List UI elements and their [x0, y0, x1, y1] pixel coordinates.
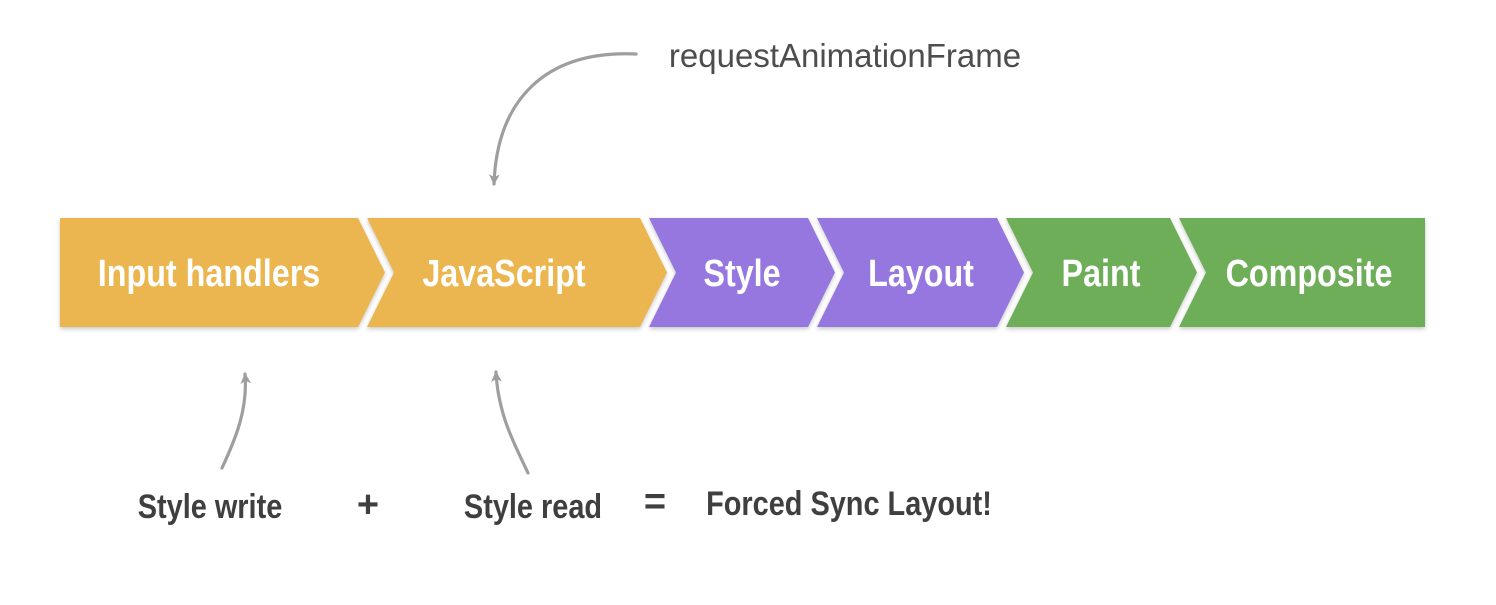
segment-javascript-label: JavaScript: [422, 253, 586, 295]
segment-paint-label: Paint: [1062, 253, 1141, 295]
segment-composite-label: Composite: [1226, 253, 1393, 295]
forced-sync-layout-label: Forced Sync Layout!: [706, 484, 992, 523]
segment-style-shape: [649, 218, 835, 327]
segment-layout-shape: [817, 218, 1024, 327]
plus-sign: +: [357, 484, 379, 526]
style-read-arrow: [491, 370, 530, 475]
equals-sign: =: [644, 481, 666, 523]
style-read-label: Style read: [464, 487, 602, 526]
forced-sync-annotation: Style write + Style read = Forced Sync L…: [138, 370, 992, 526]
style-write-arrow: [220, 372, 252, 470]
style-write-label: Style write: [138, 487, 283, 526]
segment-style-label: Style: [703, 253, 780, 295]
pipeline-bar: Input handlers JavaScript Style Layout P…: [60, 218, 1425, 327]
segment-javascript-shape: [367, 218, 667, 327]
segment-input-handlers-label: Input handlers: [98, 253, 320, 295]
raf-arrow: [488, 52, 638, 186]
raf-label: requestAnimationFrame: [669, 37, 1021, 74]
segment-input-handlers-shape: [60, 218, 385, 327]
segment-paint-shape: [1006, 218, 1197, 327]
segment-layout-label: Layout: [868, 253, 974, 295]
segment-composite-shape: [1179, 218, 1425, 327]
raf-annotation: requestAnimationFrame: [488, 37, 1021, 186]
